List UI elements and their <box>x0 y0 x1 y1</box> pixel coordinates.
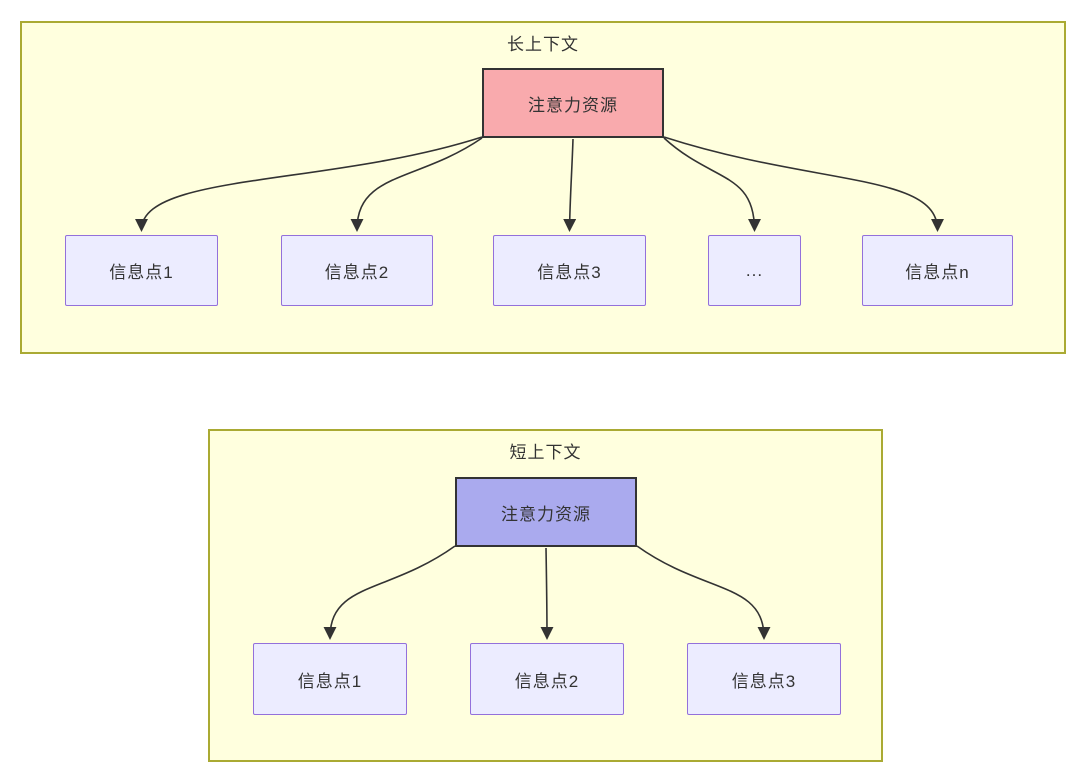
info-node-long-n: 信息点n <box>862 235 1013 306</box>
info-node-long-3: 信息点3 <box>493 235 646 306</box>
info-node-long-n-label: 信息点n <box>905 263 970 282</box>
info-node-short-2-label: 信息点2 <box>514 671 580 691</box>
info-node-short-1: 信息点1 <box>253 643 407 715</box>
info-node-long-1: 信息点1 <box>65 235 218 306</box>
info-node-short-2: 信息点2 <box>470 643 624 715</box>
info-node-long-2-label: 信息点2 <box>324 263 390 282</box>
info-node-long-1-label: 信息点1 <box>109 263 174 282</box>
long-context-title: 长上下文 <box>507 35 579 54</box>
info-node-long-2: 信息点2 <box>281 235 433 306</box>
info-node-short-1-label: 信息点1 <box>297 671 363 691</box>
info-node-long-ellipsis-label: ... <box>745 260 764 280</box>
attention-node-long: 注意力资源 <box>482 68 664 138</box>
attention-node-short: 注意力资源 <box>455 477 637 547</box>
attention-node-short-label: 注意力资源 <box>501 504 591 524</box>
short-context-title: 短上下文 <box>509 443 582 462</box>
info-node-long-ellipsis: ... <box>708 235 801 306</box>
attention-node-long-label: 注意力资源 <box>528 95 618 115</box>
info-node-long-3-label: 信息点3 <box>537 263 602 282</box>
info-node-short-3-label: 信息点3 <box>731 671 797 691</box>
info-node-short-3: 信息点3 <box>687 643 841 715</box>
